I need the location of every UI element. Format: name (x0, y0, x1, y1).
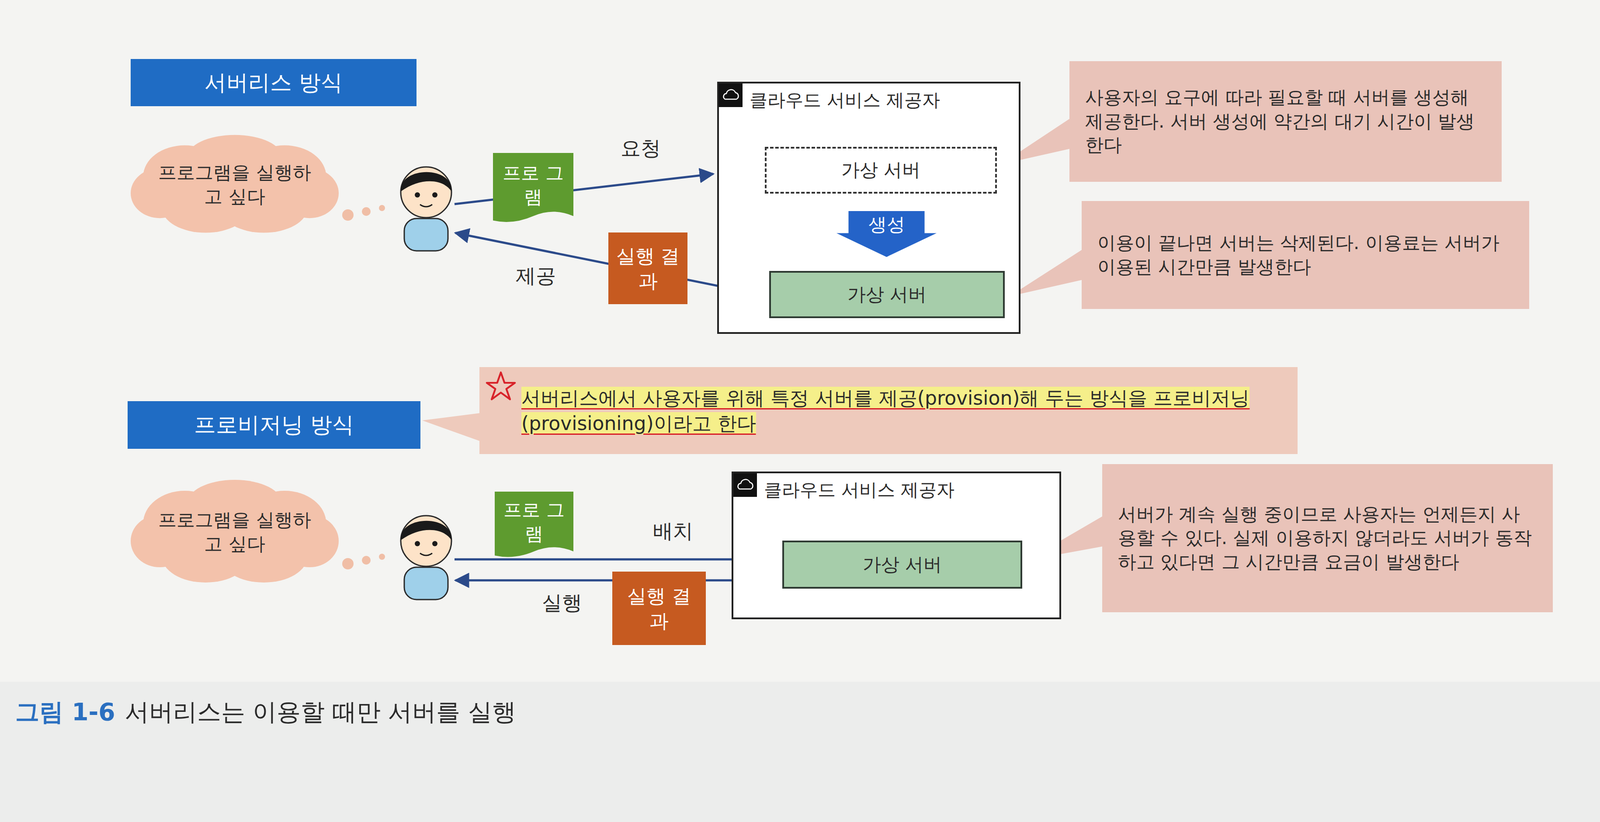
section-band: 서버리스 방식 (130, 59, 417, 107)
node-text: 생성 (868, 212, 906, 237)
node-text: 서버리스에서 사용자를 위해 특정 서버를 제공(provision)해 두는 … (521, 385, 1281, 436)
node-text: 클라우드 서비스 제공자 (749, 88, 941, 112)
figure-caption: 서버리스는 이용할 때만 서버를 실행 (124, 697, 517, 727)
star-shape (485, 370, 517, 402)
note-callout: 이용이 끝나면 서버는 삭제된다. 이용료는 서버가 이용된 시간만큼 발생한다 (1081, 201, 1530, 309)
node-text: 프로그램을 실행하고 싶다 (156, 160, 313, 209)
node-text: 프로그램을 실행하고 싶다 (156, 508, 313, 556)
thought-cloud: 프로그램을 실행하고 싶다 (130, 477, 339, 587)
node-text: 가상 서버 (841, 158, 921, 183)
lower-ground (0, 681, 1600, 822)
node-text: 프로 그램 (501, 161, 565, 209)
person-icon (400, 166, 452, 251)
node-text: 실행 결과 (619, 583, 699, 634)
arrow-label: 실행 (541, 590, 583, 615)
program-document: 프로 그램 (492, 152, 574, 227)
provider-box: 클라우드 서비스 제공자가상 서버 (731, 471, 1062, 620)
note-callout: 사용자의 요구에 따라 필요할 때 서버를 생성해 제공한다. 서버 생성에 약… (1069, 61, 1502, 182)
node-text: 사용자의 요구에 따라 필요할 때 서버를 생성해 제공한다. 서버 생성에 약… (1085, 85, 1486, 158)
result-tag: 실행 결과 (612, 571, 706, 646)
cloud-glyph (718, 83, 743, 108)
cloud-icon (733, 473, 757, 497)
cloud-glyph (733, 473, 757, 497)
arrow-label: 배치 (652, 519, 694, 544)
thought-dots (342, 204, 386, 570)
program-document: 프로 그램 (494, 491, 574, 562)
node-text: 이용이 끝나면 서버는 삭제된다. 이용료는 서버가 이용된 시간만큼 발생한다 (1097, 231, 1514, 279)
cloud-icon (718, 83, 743, 108)
note-callout: 서버가 계속 실행 중이므로 사용자는 언제든지 사용할 수 있다. 실제 이용… (1102, 464, 1553, 613)
section-band: 프로비저닝 방식 (127, 401, 421, 449)
server-box: 가상 서버 (782, 540, 1023, 589)
node-text: 클라우드 서비스 제공자 (763, 478, 955, 502)
node-text: 실행 결과 (615, 243, 681, 294)
cloud-shape (130, 477, 339, 587)
arrow-label: 요청 (620, 136, 661, 161)
node-text: 프로 그램 (503, 498, 565, 546)
definition-callout: 서버리스에서 사용자를 위해 특정 서버를 제공(provision)해 두는 … (479, 367, 1298, 455)
server-box: 가상 서버 (769, 270, 1005, 319)
node-text: 가상 서버 (862, 552, 942, 577)
person-icon (400, 515, 452, 600)
thought-cloud: 프로그램을 실행하고 싶다 (130, 132, 339, 237)
create-arrow: 생성 (836, 211, 937, 257)
arrow-label: 제공 (515, 263, 556, 289)
node-text: 가상 서버 (847, 282, 927, 307)
result-tag: 실행 결과 (608, 232, 688, 305)
node-text: 서버가 계속 실행 중이므로 사용자는 언제든지 사용할 수 있다. 실제 이용… (1117, 502, 1538, 575)
figure-number: 그림 1-6 (15, 697, 116, 727)
node-text: 프로비저닝 방식 (194, 410, 355, 440)
provider-box: 클라우드 서비스 제공자가상 서버생성가상 서버 (717, 81, 1021, 334)
pending-server: 가상 서버 (764, 146, 997, 194)
node-text: 서버리스 방식 (204, 68, 343, 98)
cloud-shape (130, 132, 339, 237)
